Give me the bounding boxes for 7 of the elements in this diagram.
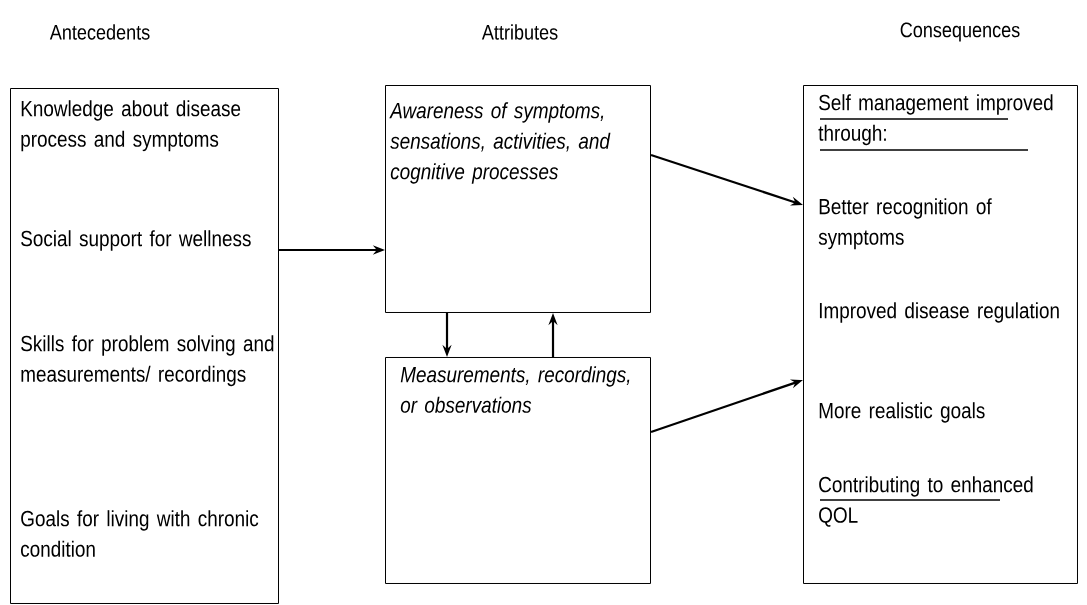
node-label: Attributes: [481, 24, 558, 40]
text-box: Measurements, recordings, or observations: [385, 357, 651, 584]
text-box: Attributes Awareness of symptoms, sensations, activities, and cognitive processes: [385, 24, 651, 313]
text-box: Consequences Self management improved through: Better recognition of symptoms Improved disease regulation More realistic goals Contributing to enhanced QOL: [803, 22, 1078, 584]
node-label: Antecedents: [49, 24, 150, 40]
node-label: Consequences: [900, 22, 1020, 42]
text-box: Antecedents Knowledge about disease process and symptoms Social support for wellness Skills for problem solving and measurements/ recordings Goals for living with chronic condition: [10, 24, 279, 604]
